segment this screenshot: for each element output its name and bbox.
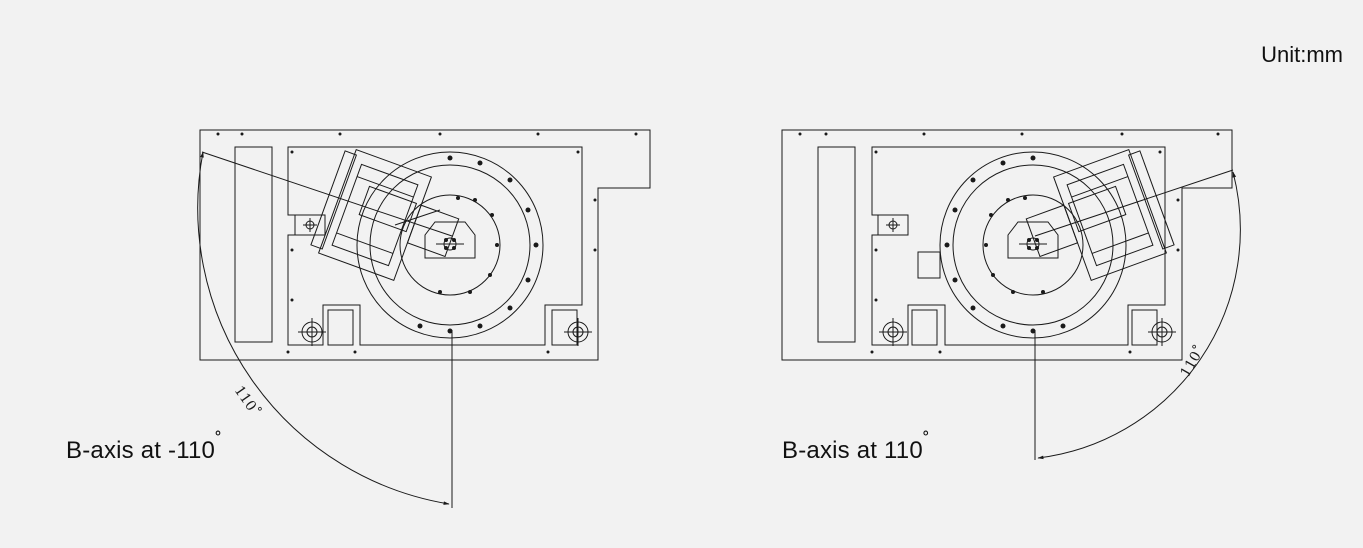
rotary-table-outer	[939, 151, 1127, 339]
lifting-eye-right	[564, 318, 592, 346]
lifting-eye-left	[298, 318, 326, 346]
right-view-drawing	[781, 129, 1241, 460]
caption-right-degree: ˚	[922, 430, 930, 452]
caption-left-degree: ˚	[215, 430, 222, 452]
lifting-eye-left	[879, 318, 907, 346]
base-plate-outline	[199, 129, 651, 361]
angle-label-right: 110˚	[1177, 342, 1209, 380]
left-slot	[817, 146, 856, 343]
angle-label-left: 110˚	[231, 383, 264, 420]
caption-right: B-axis at 110˚	[782, 430, 930, 465]
inner-cavity	[871, 146, 1166, 346]
unit-label: Unit:mm	[1261, 42, 1343, 67]
caption-left-text: B-axis at -110	[66, 437, 216, 464]
rotary-table-outer	[356, 151, 544, 339]
left-slot	[234, 146, 273, 343]
lifting-eye-right	[1148, 318, 1176, 346]
caption-right-text: B-axis at 110	[782, 437, 923, 464]
small-mount	[877, 214, 909, 236]
left-view-drawing	[197, 129, 651, 508]
caption-left: B-axis at -110˚	[66, 430, 222, 465]
